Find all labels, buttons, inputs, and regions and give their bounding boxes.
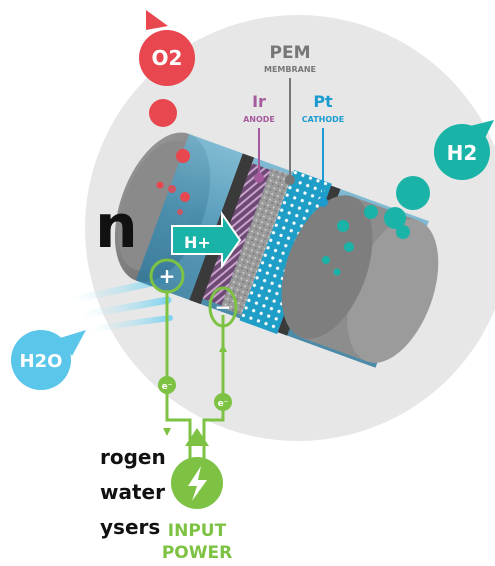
callout-lines — [254, 78, 328, 207]
caption-line-3: ysers — [100, 515, 161, 539]
lightning-bolt-icon — [188, 466, 207, 501]
h2-label: H2 — [447, 141, 478, 165]
power-label: POWER — [162, 543, 232, 563]
electron-badge-left: e⁻ — [158, 376, 176, 394]
cathode-label: CATHODE — [302, 115, 345, 124]
cathode-terminal: − — [208, 286, 238, 328]
pem-label: PEM — [270, 43, 311, 63]
pt-label: Pt — [313, 92, 333, 111]
minus-sign: − — [215, 295, 232, 319]
caption-line-2: water — [100, 480, 165, 504]
ir-label: Ir — [252, 92, 266, 111]
membrane-label: MEMBRANE — [264, 65, 316, 74]
caption-line-1: rogen — [100, 445, 166, 469]
electron-label: e⁻ — [218, 399, 229, 409]
power-source — [171, 457, 223, 509]
plus-sign: + — [159, 264, 176, 288]
h2o-label: H2O — [20, 351, 63, 372]
oxygen-badge: O2 — [139, 10, 195, 86]
oxygen-bubbles — [149, 99, 190, 215]
cropped-caption: rogen water ysers — [100, 440, 166, 545]
water-badge: H2O — [11, 330, 86, 390]
hydrogen-badge: H2 — [434, 120, 494, 180]
proton-arrow: H+ — [171, 210, 242, 270]
pem-layer — [220, 168, 293, 315]
anode-terminal: + — [149, 258, 185, 294]
power-up-arrow — [185, 428, 209, 446]
electron-label: e⁻ — [162, 382, 173, 392]
cropped-title-letter: n — [95, 192, 138, 262]
cathode-layer — [239, 170, 332, 335]
anode-label: ANODE — [243, 115, 275, 124]
input-label: INPUT — [168, 521, 227, 541]
h-plus-label: H+ — [184, 233, 211, 252]
hydrogen-bubbles — [322, 176, 430, 276]
o2-label: O2 — [152, 46, 183, 70]
electron-badge-right: e⁻ — [214, 393, 232, 411]
